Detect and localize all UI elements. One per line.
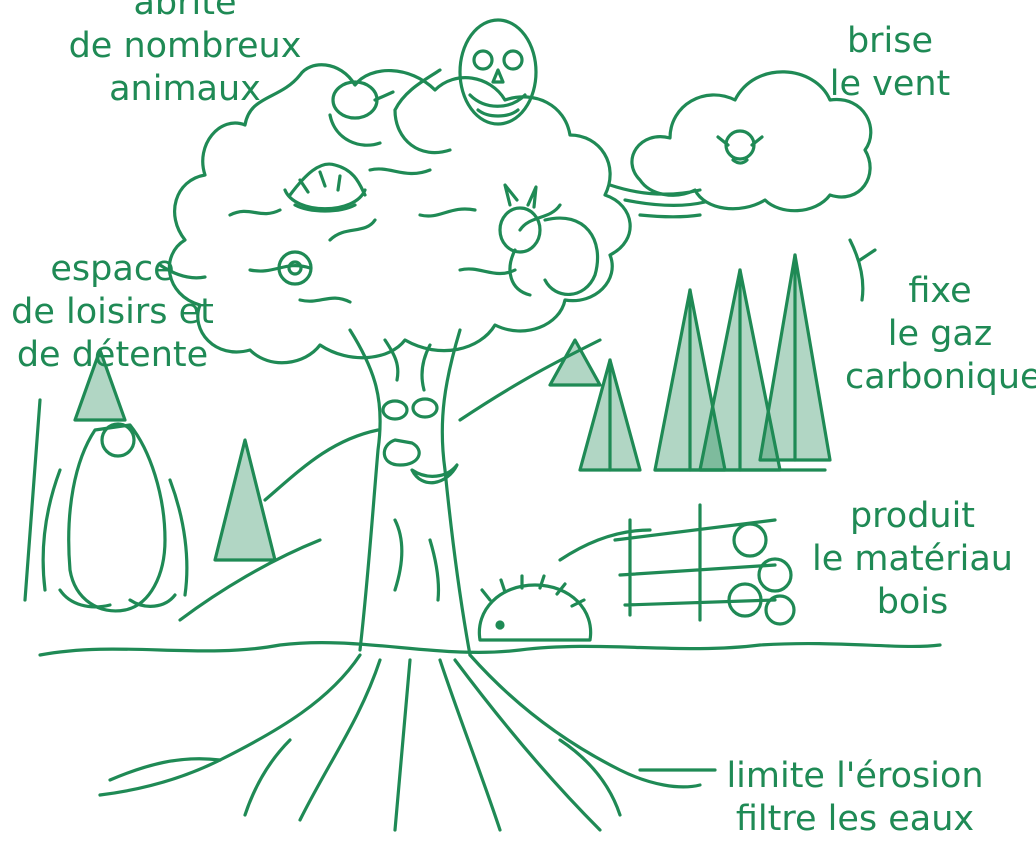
label-animals: abrite de nombreux animaux — [60, 0, 310, 111]
label-wind: brise le vent — [805, 20, 975, 106]
label-leisure: espace de loisirs et de détente — [0, 248, 225, 377]
label-leisure-line3: de détente — [16, 335, 209, 375]
label-animals-line2: de nombreux — [68, 26, 302, 66]
canopy-outline — [167, 63, 632, 365]
ground-line — [38, 641, 942, 657]
label-wood-line2: le matériau — [812, 539, 1013, 579]
nest-icon — [283, 162, 367, 213]
label-animals-line1: abrite — [133, 0, 237, 23]
label-wood-line1: produit — [849, 496, 976, 536]
cloud-icon — [608, 70, 873, 219]
branch-left — [263, 338, 602, 502]
woodpile-icon — [613, 503, 796, 626]
label-wood-line3: bois — [876, 582, 949, 622]
label-wood: produit le matériau bois — [800, 495, 1025, 624]
label-animals-line3: animaux — [109, 69, 261, 109]
label-wind-line1: brise — [846, 21, 934, 61]
label-carbon-line3: carbonique — [845, 357, 1036, 397]
flower-icon — [277, 250, 313, 286]
label-carbon: fixe le gaz carbonique — [845, 270, 1036, 399]
hiker-icon — [23, 398, 189, 613]
owl-icon — [458, 18, 538, 126]
tree-trunk — [348, 328, 472, 657]
label-erosion-line2: filtre les eaux — [735, 799, 975, 839]
label-erosion-line1: limite l'érosion — [726, 756, 984, 796]
label-erosion: limite l'érosion filtre les eaux — [705, 755, 1005, 841]
label-leisure-line2: de loisirs et — [11, 292, 214, 332]
hedgehog-icon — [477, 574, 593, 642]
label-carbon-line2: le gaz — [887, 314, 993, 354]
squirrel-icon — [498, 183, 600, 297]
tree-face-icon — [381, 397, 459, 485]
small-fir-icon — [73, 348, 277, 562]
label-wind-line2: le vent — [829, 64, 951, 104]
label-carbon-line1: fixe — [908, 271, 972, 311]
bird-icon — [328, 68, 452, 155]
label-leisure-line1: espace — [50, 249, 175, 289]
leisure-pointer — [158, 263, 207, 280]
roots-icon — [98, 653, 702, 832]
